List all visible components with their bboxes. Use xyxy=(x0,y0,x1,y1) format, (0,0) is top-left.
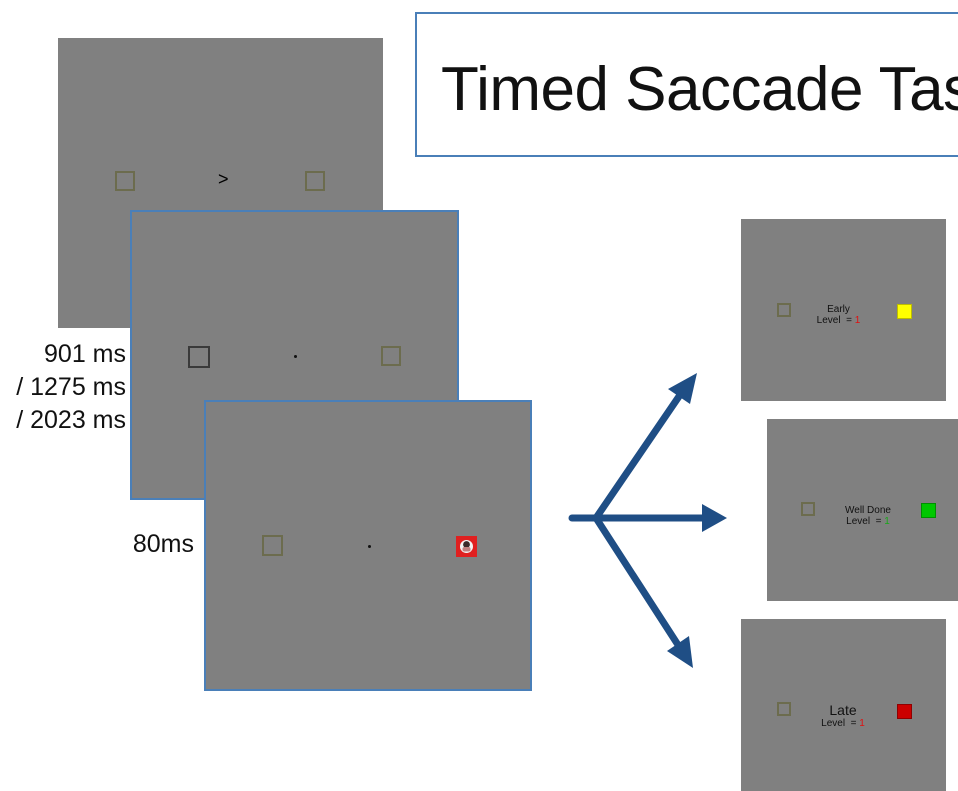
right-placeholder-box xyxy=(381,346,401,366)
level-line: Level = 1 xyxy=(821,718,865,729)
feedback-late-text: Late Level = 1 xyxy=(813,702,873,730)
left-placeholder-box xyxy=(115,171,135,191)
face-target-icon xyxy=(460,540,473,553)
left-placeholder-box xyxy=(777,702,791,716)
red-square xyxy=(897,704,912,719)
feedback-label: Early xyxy=(827,304,850,315)
feedback-label: Well Done xyxy=(845,505,891,516)
cue-arrow-symbol: > xyxy=(218,169,229,189)
arrow-well-done-head xyxy=(702,504,727,532)
target-stimulus xyxy=(456,536,477,557)
fixation-dot xyxy=(294,355,297,358)
left-placeholder-box xyxy=(262,535,283,556)
feedback-early-text: Early Level = 1 xyxy=(811,304,866,326)
fixation-dot xyxy=(368,545,371,548)
level-line: Level = 1 xyxy=(816,315,861,326)
yellow-square xyxy=(897,304,912,319)
left-placeholder-box xyxy=(188,346,210,368)
diagram-title: Timed Saccade Task xyxy=(441,55,958,124)
feedback-label: Late xyxy=(829,702,857,718)
fixation-duration-line2: / 1275 ms xyxy=(16,373,126,401)
fixation-duration-line1: 901 ms xyxy=(44,340,126,368)
title-box: Timed Saccade Task xyxy=(415,12,958,157)
feedback-early-screen: Early Level = 1 xyxy=(741,219,946,401)
green-square xyxy=(921,503,936,518)
level-value: 1 xyxy=(854,315,861,326)
level-value: 1 xyxy=(884,516,890,527)
right-placeholder-box xyxy=(305,171,325,191)
arrow-late-shaft xyxy=(592,514,684,652)
feedback-well-done-text: Well Done Level = 1 xyxy=(837,505,899,527)
feedback-well-done-screen: Well Done Level = 1 xyxy=(767,419,958,601)
arrow-early-shaft xyxy=(592,388,686,522)
target-duration-label: 80ms xyxy=(132,530,194,558)
feedback-late-screen: Late Level = 1 xyxy=(741,619,946,791)
fixation-duration-line3: / 2023 ms xyxy=(16,406,126,434)
left-placeholder-box xyxy=(801,502,815,516)
left-placeholder-box xyxy=(777,303,791,317)
target-screen xyxy=(204,400,532,691)
level-line: Level = 1 xyxy=(846,516,890,527)
arrow-late-head xyxy=(667,636,693,668)
level-value: 1 xyxy=(859,718,865,729)
arrow-early-head xyxy=(668,373,697,404)
